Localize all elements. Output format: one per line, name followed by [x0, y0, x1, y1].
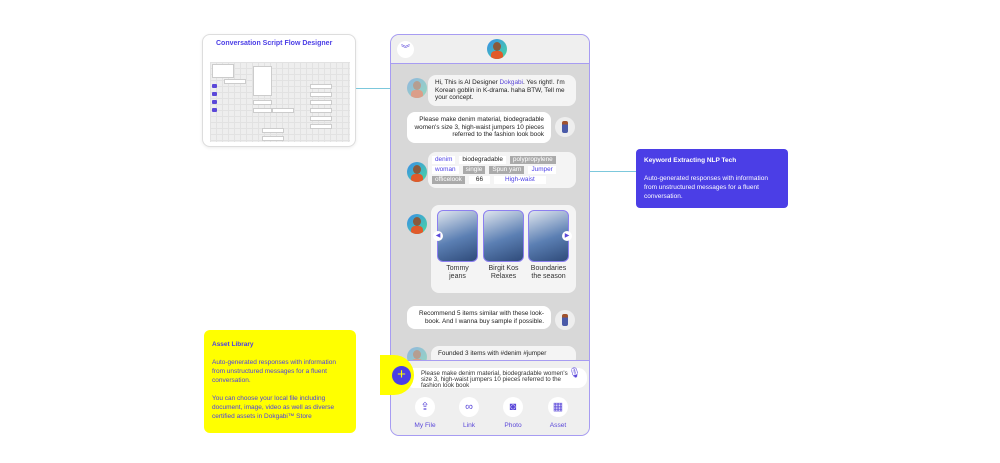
- product-label: Birgit Kos Relaxes: [488, 265, 519, 280]
- product-image: [437, 210, 478, 262]
- product-label: Boundaries the season: [530, 265, 567, 280]
- product-label: Tommy jeans: [446, 265, 469, 280]
- tool-label: My File: [414, 422, 436, 429]
- message-input[interactable]: Please make denim material, biodegradabl…: [405, 368, 587, 390]
- carousel-next-icon[interactable]: ▶: [562, 231, 572, 241]
- user-avatar: [555, 117, 575, 137]
- photo-button[interactable]: ◙ Photo: [493, 397, 533, 429]
- flow-designer-preview: Conversation Script Flow Designer: [202, 34, 356, 147]
- product-carousel: Tommy jeans Birgit Kos Relaxes Boundarie…: [431, 205, 576, 293]
- keyword-tag: polypropylene: [509, 156, 556, 164]
- keyword-tag: officelook: [432, 176, 465, 184]
- link-button[interactable]: ∞ Link: [449, 397, 489, 429]
- callout-body: Auto-generated responses with informatio…: [212, 359, 336, 384]
- keyword-tag: Jumper: [528, 166, 556, 174]
- product-card[interactable]: Birgit Kos Relaxes: [483, 210, 524, 281]
- chat-message-bot: Hi, This is AI Designer Dokgabi. Yes rig…: [428, 75, 576, 106]
- nlp-callout: Keyword Extracting NLP Tech Auto-generat…: [636, 149, 788, 208]
- product-card[interactable]: Tommy jeans: [437, 210, 478, 281]
- callout-body: You can choose your local file including…: [212, 395, 335, 420]
- user-avatar: [555, 310, 575, 330]
- product-image: [483, 210, 524, 262]
- keyword-tag: 66: [468, 176, 490, 184]
- bot-avatar: [487, 39, 507, 59]
- tool-label: Asset: [549, 422, 567, 429]
- chat-header: ︾: [391, 35, 589, 64]
- message-input-value: Please make denim material, biodegradabl…: [421, 370, 568, 390]
- collapse-icon[interactable]: ︾: [397, 41, 414, 58]
- tool-label: Link: [462, 422, 476, 429]
- composer: Please make denim material, biodegradabl…: [391, 360, 589, 435]
- keyword-tag: denim: [432, 156, 456, 164]
- flow-canvas: [210, 62, 350, 142]
- flow-designer-title: Conversation Script Flow Designer: [216, 40, 333, 47]
- chat-message-user: Please make denim material, biodegradabl…: [407, 112, 551, 143]
- asset-button[interactable]: ▦ Asset: [538, 397, 578, 429]
- my-file-button[interactable]: ⇪ My File: [405, 397, 445, 429]
- asset-library-callout: Asset Library Auto-generated responses w…: [204, 330, 356, 433]
- callout-body: Auto-generated responses with informatio…: [644, 175, 768, 200]
- camera-icon: ◙: [503, 397, 523, 417]
- keyword-tag: biodegradable: [459, 156, 506, 164]
- plus-icon[interactable]: +: [392, 366, 411, 385]
- keyword-tag: Spun yarn: [489, 166, 525, 174]
- callout-title: Asset Library: [212, 341, 254, 348]
- keyword-tag: single: [462, 166, 486, 174]
- microphone-icon[interactable]: 🎙: [568, 368, 581, 379]
- tool-label: Photo: [504, 422, 522, 429]
- link-icon: ∞: [459, 397, 479, 417]
- callout-title: Keyword Extracting NLP Tech: [644, 157, 737, 164]
- bot-avatar: [407, 78, 427, 98]
- connector-line: [575, 171, 636, 172]
- carousel-prev-icon[interactable]: ◀: [433, 231, 443, 241]
- chat-message-user: Recommend 5 items similar with these loo…: [407, 306, 551, 330]
- bot-avatar: [407, 214, 427, 234]
- keyword-tag: High-waist: [494, 176, 546, 184]
- connector-line: [356, 88, 410, 89]
- keyword-tag: woman: [432, 166, 459, 174]
- upload-icon: ⇪: [415, 397, 435, 417]
- grid-icon: ▦: [548, 397, 568, 417]
- product-card[interactable]: Boundaries the season: [528, 210, 569, 281]
- bot-avatar: [407, 162, 427, 182]
- chat-phone: ︾ Hi, This is AI Designer Dokgabi. Yes r…: [390, 34, 590, 436]
